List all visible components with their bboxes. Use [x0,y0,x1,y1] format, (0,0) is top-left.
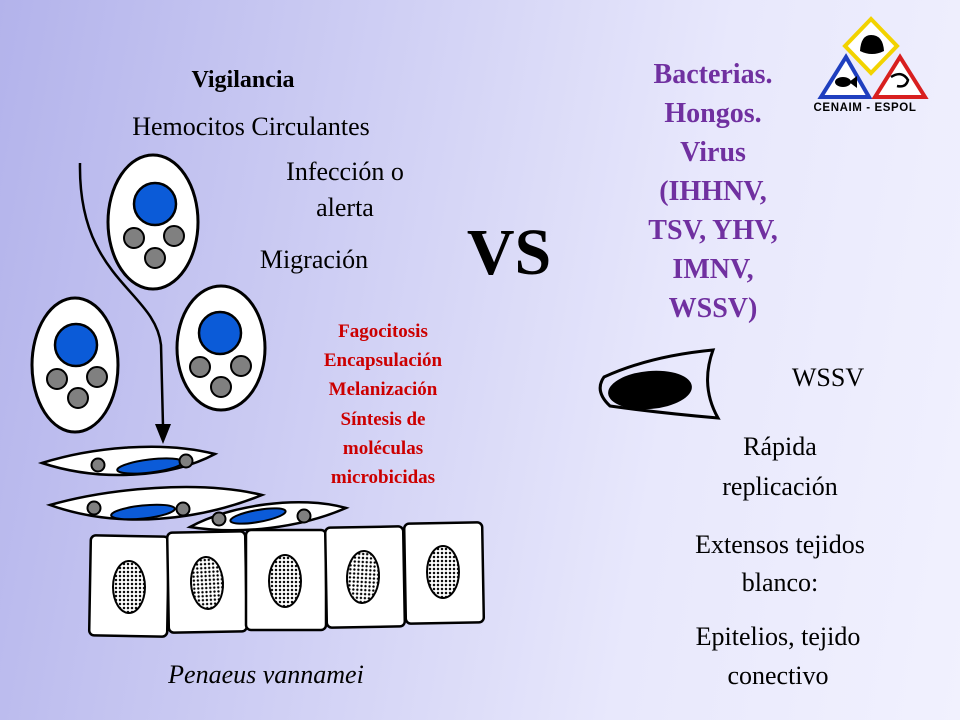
response-line: Síntesis de [340,408,426,430]
spindle-granule [90,457,106,473]
migration-arrow-head [155,424,171,444]
hemocytes-label: Hemocitos Circulantes [132,112,370,141]
spindle-granule [178,453,194,469]
response-line: microbicidas [330,467,436,489]
wssv-envelope [598,348,721,420]
feature-line: blanco: [741,568,819,597]
hemocyte-granule [189,356,211,378]
epithelial-nucleus [112,560,146,614]
spindle-granule [296,508,312,524]
response-line: moléculas [342,437,424,459]
feature-line: Epitelios, tejido [695,622,861,651]
hemocyte-left [30,296,120,434]
hemocyte-granule [123,227,145,249]
spindle-cell-2 [45,485,267,521]
fish-body [835,77,851,87]
spindle-cell-1 [37,445,219,477]
spindle-granule [86,500,102,516]
shell-icon [860,35,884,54]
fish-tail [849,76,857,88]
immune-responses: Fagocitosis Encapsulación Melanización S… [283,317,483,492]
migration-label: Migración [259,245,369,274]
feature-line: replicación [722,472,838,501]
wssv-feature-target-tissues: Extensos tejidos blanco: [660,526,900,602]
hemocyte-granule [67,387,89,409]
spindle-granule [211,511,227,527]
spindle-cell-3 [186,500,350,532]
wssv-feature-replication: Rápida replicación [660,427,900,507]
fish-icon [835,76,857,88]
hemocyte-granule [86,366,108,388]
hemocyte-granule [144,247,166,269]
pathogen-line: TSV, YHV, [648,215,778,246]
response-line: Fagocitosis [338,321,428,342]
pathogen-line: Hongos. [664,98,762,129]
epithelial-nucleus [426,545,460,599]
response-line: Encapsulación [323,350,443,372]
pathogen-line: IMNV, [672,254,754,285]
pathogen-line: Virus [680,137,746,168]
wssv-virion [598,348,721,420]
spindle-granule [175,501,191,517]
versus-label: VS [466,216,552,289]
pathogen-line: Bacterias. [653,59,773,90]
feature-line: Extensos tejidos [695,530,865,559]
shrimp-icon [890,72,910,88]
hemocyte-granule [210,376,232,398]
response-line: Melanización [328,379,438,401]
spindle-nucleus [110,503,176,521]
hemocyte-granule [230,355,252,377]
feature-line: Rápida [743,432,817,461]
hemocyte-top [106,153,200,291]
hemocyte-nucleus [197,310,243,356]
logo-text: CENAIM - ESPOL [813,102,917,114]
hemocyte-nucleus [53,322,99,368]
wssv-feature-tissue-types: Epitelios, tejido conectivo [658,617,898,695]
hemocyte-granule [163,225,185,247]
spindle-nucleus [229,507,287,525]
logo-red-triangle [871,53,929,99]
hemocyte-nucleus [132,181,178,227]
wssv-label: WSSV [791,363,865,392]
hemocyte-granule [46,368,68,390]
pathogen-list: Bacterias. Hongos. Virus (IHHNV, TSV, YH… [603,55,823,328]
migration-arrow [78,162,165,427]
epithelial-nucleus [268,554,302,608]
surveillance-title: Vigilancia [191,67,295,93]
species-caption: Penaeus vannamei [168,660,364,689]
infection-line: alerta [316,193,374,222]
cenaim-logo [817,16,929,99]
infection-line: Infección o [286,157,404,186]
infection-label: Infección o alerta [245,154,445,226]
wssv-core [608,370,692,410]
hemocyte-right [175,284,267,412]
feature-line: conectivo [727,661,829,690]
pathogen-line: WSSV) [668,293,758,324]
pathogen-line: (IHHNV, [659,176,767,207]
